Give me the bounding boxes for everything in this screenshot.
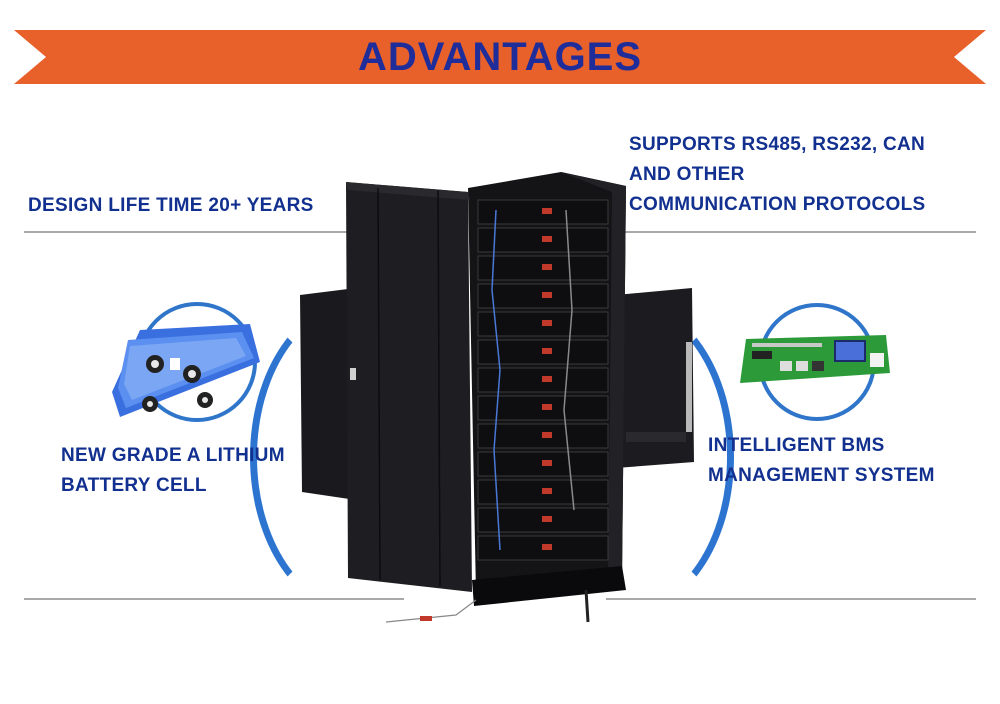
battery-cabinet-icon [300, 172, 694, 623]
feature-lithium-cell-line-2: BATTERY CELL [61, 475, 207, 496]
feature-protocols-line-1: SUPPORTS RS485, RS232, CAN [629, 134, 926, 155]
feature-bms: INTELLIGENT BMS MANAGEMENT SYSTEM [708, 431, 935, 491]
feature-bms-line-2: MANAGEMENT SYSTEM [708, 465, 935, 486]
divider-upper-left [24, 231, 354, 233]
banner-title: ADVANTAGES [357, 35, 643, 79]
bms-board-icon [740, 335, 890, 383]
feature-lithium-cell: NEW GRADE A LITHIUM BATTERY CELL [61, 441, 285, 501]
divider-lower-left [24, 598, 404, 600]
feature-protocols-line-2: AND OTHER [629, 164, 745, 185]
decorative-arc-left [250, 300, 464, 614]
feature-protocols-line-3: COMMUNICATION PROTOCOLS [629, 194, 926, 215]
feature-bms-line-1: INTELLIGENT BMS [708, 435, 885, 456]
decorative-arc-right [520, 300, 734, 614]
battery-cell-icon [112, 324, 260, 417]
divider-upper-right [620, 231, 976, 233]
feature-design-life: DESIGN LIFE TIME 20+ YEARS [28, 191, 314, 221]
feature-protocols: SUPPORTS RS485, RS232, CAN AND OTHER COM… [629, 130, 925, 220]
feature-design-life-line: DESIGN LIFE TIME 20+ YEARS [28, 195, 314, 216]
feature-lithium-cell-line-1: NEW GRADE A LITHIUM [61, 445, 285, 466]
advantages-banner [14, 30, 986, 84]
divider-lower-right [606, 598, 976, 600]
